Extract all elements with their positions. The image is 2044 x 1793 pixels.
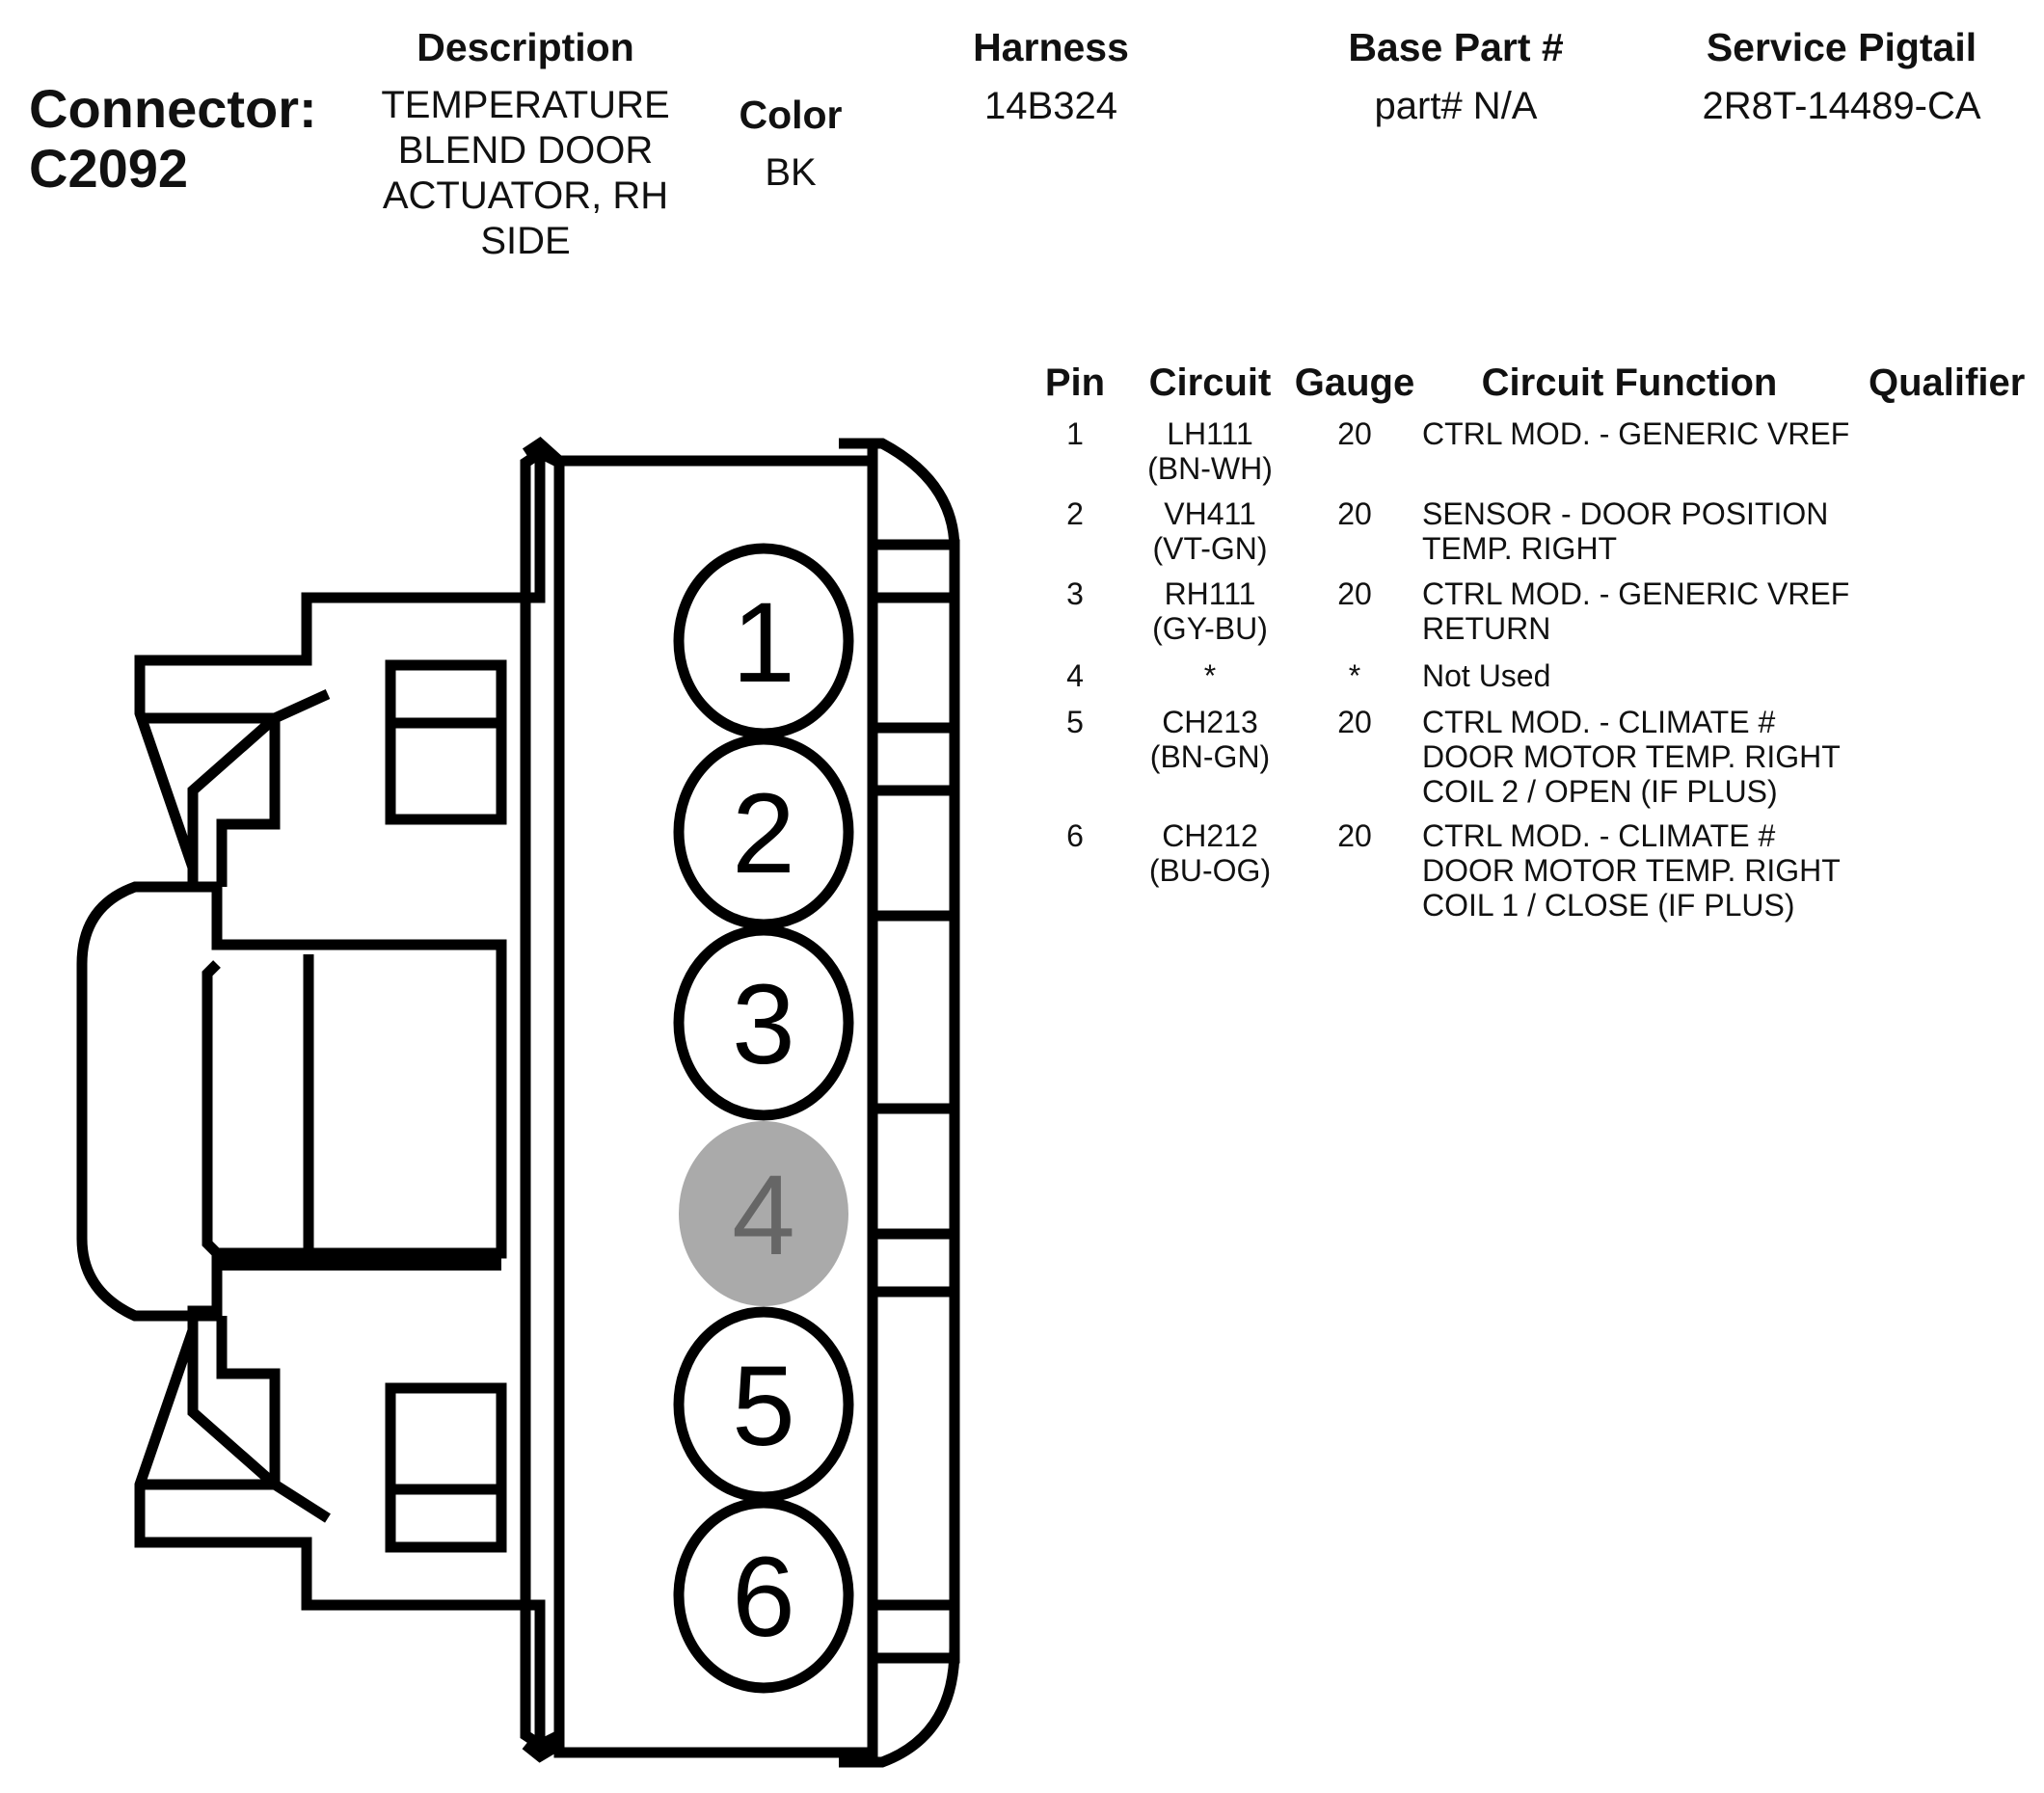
wire-color-cell: (VT-GN): [1152, 531, 1268, 566]
gauge-cell: 20: [1337, 496, 1372, 531]
function-cell: Not Used: [1422, 658, 1551, 693]
pin-number-6: 6: [732, 1534, 795, 1661]
upper-rib: [140, 688, 331, 887]
pin-circle-4: [679, 1121, 848, 1306]
right-tab: [867, 539, 960, 734]
col-pin: Pin: [1044, 361, 1106, 404]
pin-cell: 6: [1066, 818, 1084, 853]
gauge-cell: 20: [1337, 416, 1372, 451]
gauge-cell: 20: [1337, 576, 1372, 611]
function-cell: CTRL MOD. - CLIMATE #: [1422, 705, 1776, 739]
circuit-cell: VH411: [1164, 496, 1256, 531]
pin-cell: 3: [1066, 576, 1084, 611]
lower-rib: [140, 1316, 331, 1523]
upper-pad: [385, 659, 507, 825]
wire-color-cell: (BN-GN): [1149, 739, 1271, 774]
color-value: BK: [765, 151, 817, 194]
wire-color-cell: (BU-OG): [1148, 853, 1272, 888]
harness-value: 14B324: [984, 85, 1117, 127]
latch-window: [202, 960, 221, 1257]
pin-cell: 4: [1066, 658, 1084, 693]
pin-number-3: 3: [732, 961, 795, 1088]
circuit-cell: LH111: [1167, 416, 1253, 451]
connector-id: C2092: [29, 138, 189, 199]
connector-label-text: Connector:: [29, 78, 317, 139]
pin-number-2: 2: [732, 770, 795, 897]
pin-circle-3: [673, 924, 854, 1121]
circuit-cell: RH111: [1164, 576, 1256, 611]
harness-label: Harness: [973, 25, 1129, 69]
function-cell: DOOR MOTOR TEMP. RIGHT: [1422, 853, 1841, 888]
pin-number-1: 1: [732, 579, 795, 707]
col-circuit: Circuit: [1148, 361, 1272, 404]
pin-circle-5: [673, 1306, 854, 1503]
pin-number-4: 4: [732, 1152, 795, 1279]
pin-cell: 5: [1066, 705, 1084, 739]
circuit-cell: *: [1203, 658, 1217, 693]
pin-group: 1 2 3 4 5 6: [673, 543, 854, 1694]
gauge-cell: *: [1348, 658, 1361, 693]
right-cap: [873, 438, 960, 1768]
description-value: TEMPERATURE BLEND DOOR ACTUATOR, RH SIDE: [381, 84, 670, 262]
pin-circle-1: [673, 543, 854, 739]
base-part-label: Base Part #: [1348, 25, 1564, 69]
pin-cell: 2: [1066, 496, 1084, 531]
pigtail-value: 2R8T-14489-CA: [1702, 85, 1981, 127]
connector-label: Connector: C2092: [29, 79, 317, 199]
function-cell: RETURN: [1422, 611, 1551, 646]
pigtail-label: Service Pigtail: [1706, 25, 1977, 69]
pin-circle-6: [673, 1497, 854, 1694]
col-circuit-function: Circuit Function: [1481, 361, 1778, 404]
gauge-cell: 20: [1337, 705, 1372, 739]
circuit-cell: CH212: [1162, 818, 1258, 853]
col-gauge: Gauge: [1294, 361, 1415, 404]
pin-circle-2: [673, 734, 854, 930]
latch-outline: [76, 881, 217, 1322]
circuit-cell: CH213: [1162, 705, 1258, 739]
function-cell: TEMP. RIGHT: [1422, 531, 1618, 566]
housing-outline: [134, 453, 546, 1745]
function-cell: CTRL MOD. - CLIMATE #: [1422, 818, 1776, 853]
gauge-cell: 20: [1337, 818, 1372, 853]
function-cell: COIL 1 / CLOSE (IF PLUS): [1422, 888, 1795, 923]
wire-color-cell: (GY-BU): [1152, 611, 1268, 646]
base-part-value: part# N/A: [1374, 85, 1538, 127]
pin-number-5: 5: [732, 1343, 795, 1470]
pin-cell: 1: [1066, 416, 1084, 451]
function-cell: DOOR MOTOR TEMP. RIGHT: [1422, 739, 1841, 774]
right-tab: [867, 785, 960, 922]
right-tab: [867, 1286, 960, 1664]
function-cell: CTRL MOD. - GENERIC VREF: [1422, 416, 1850, 451]
description-label: Description: [417, 25, 634, 69]
function-cell: CTRL MOD. - GENERIC VREF: [1422, 576, 1850, 611]
right-tab: [867, 1103, 960, 1240]
col-qualifier: Qualifier: [1869, 361, 2026, 404]
lower-pad: [385, 1382, 507, 1553]
function-cell: COIL 2 / OPEN (IF PLUS): [1422, 774, 1778, 809]
function-cell: SENSOR - DOOR POSITION: [1422, 496, 1829, 531]
color-label: Color: [739, 93, 843, 137]
wire-color-cell: (BN-WH): [1147, 451, 1273, 486]
